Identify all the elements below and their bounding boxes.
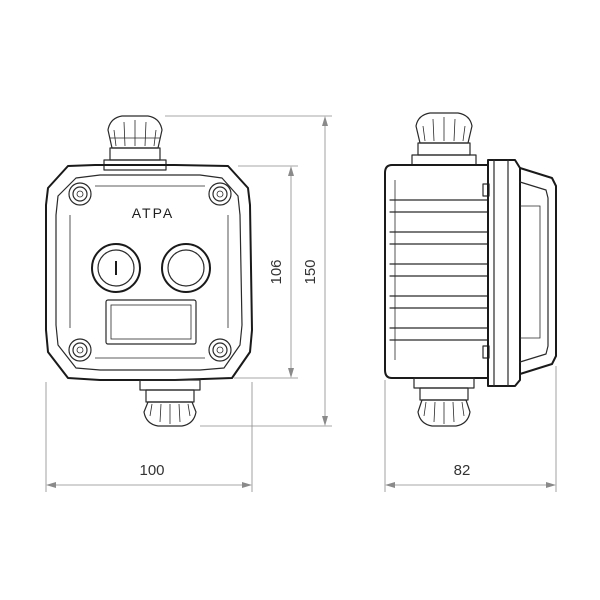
dimension-front-width: 100: [45, 382, 253, 492]
side-cooling-fins: [389, 180, 489, 360]
corner-screw-bottom-right: [208, 338, 232, 362]
front-enclosure-outline: [45, 164, 253, 381]
dimension-front-width-label: 100: [139, 462, 164, 479]
push-button-off: [161, 243, 211, 293]
side-bottom-cable-gland: [413, 377, 475, 427]
top-cable-gland: [103, 115, 167, 171]
label-window: [105, 299, 197, 345]
side-view: [384, 112, 557, 427]
front-lid-outline: [55, 174, 243, 371]
dimension-inner-height: 106: [234, 165, 298, 379]
dimension-side-depth: 82: [384, 366, 557, 492]
dimension-total-height-label: 150: [302, 259, 319, 284]
dimension-inner-height-label: 106: [268, 259, 285, 284]
side-lid-outline: [487, 159, 521, 387]
corner-screw-top-left: [68, 182, 92, 206]
side-body-outline: [384, 164, 489, 379]
brand-label: ATPA: [132, 205, 175, 221]
side-top-cable-gland: [411, 112, 477, 166]
dimension-side-depth-label: 82: [454, 462, 471, 479]
corner-screw-bottom-left: [68, 338, 92, 362]
side-button-projection: [519, 167, 557, 375]
corner-screw-top-right: [208, 182, 232, 206]
front-view: ATPA: [45, 115, 253, 427]
dimension-total-height: 150: [165, 115, 332, 427]
bottom-cable-gland: [139, 379, 201, 427]
push-button-on: [91, 243, 141, 293]
